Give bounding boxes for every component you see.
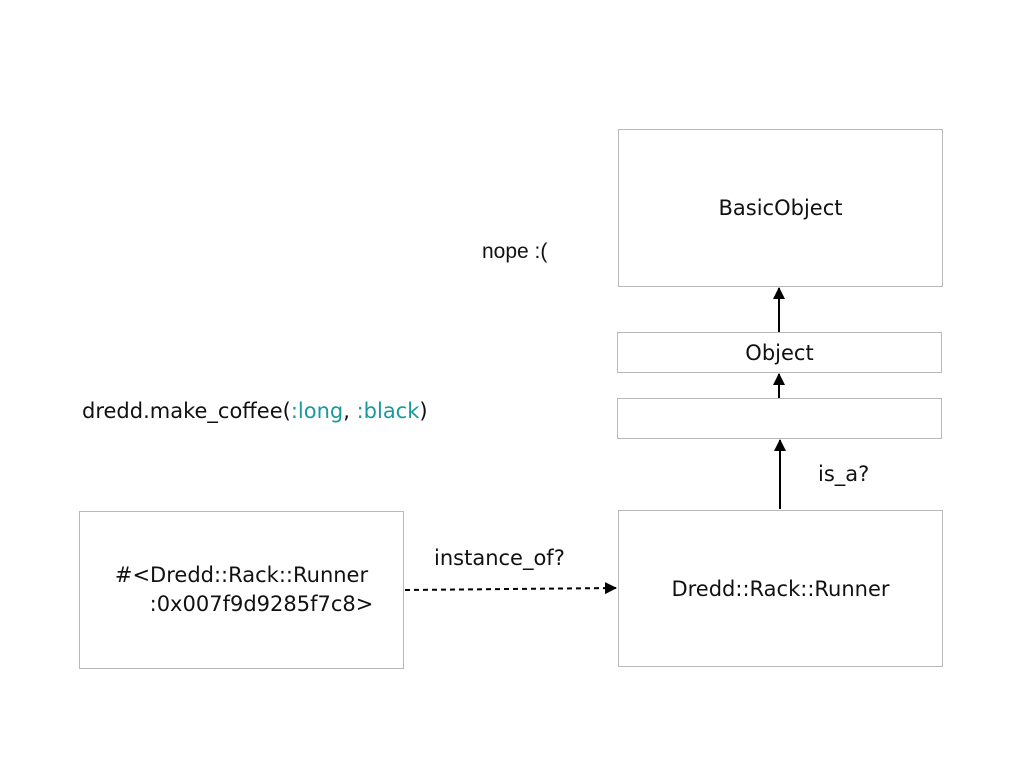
code-symbol-long: :long (290, 399, 344, 423)
code-suffix: ) (419, 399, 428, 423)
runner-instance-box: #<Dredd::Rack::Runner :0x007f9d9285f7c8> (79, 511, 404, 669)
instance-of-label: instance_of? (434, 546, 565, 570)
code-separator: , (343, 399, 357, 423)
code-symbol-black: :black (356, 399, 420, 423)
instance-line-2: :0x007f9d9285f7c8> (149, 592, 374, 616)
basicobject-label: BasicObject (718, 196, 843, 220)
object-box: Object (617, 332, 942, 373)
is-a-label: is_a? (818, 462, 870, 486)
nope-label: nope :( (482, 240, 548, 263)
code-prefix: dredd.make_coffee( (82, 399, 291, 423)
basicobject-box: BasicObject (618, 129, 943, 287)
object-label: Object (745, 340, 814, 365)
runner-class-box: Dredd::Rack::Runner (618, 510, 943, 667)
empty-class-box (617, 398, 942, 439)
instance-of-arrow (404, 582, 617, 595)
instance-line-1: #<Dredd::Rack::Runner (114, 563, 369, 587)
runner-class-label: Dredd::Rack::Runner (671, 576, 890, 601)
method-call-code: dredd.make_coffee(:long, :black) (82, 399, 428, 423)
